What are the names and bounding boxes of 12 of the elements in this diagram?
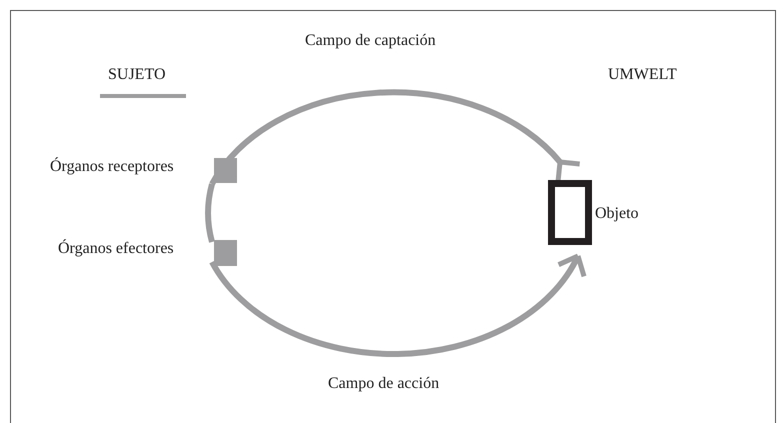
receptor-square (214, 158, 237, 183)
arc-arrow (209, 89, 582, 186)
effector-square (214, 240, 237, 266)
effector-organ-label: Órganos efectores (58, 240, 174, 258)
subject-heading: SUJETO (108, 66, 166, 84)
receptor-organ-label: Órganos receptores (50, 158, 174, 176)
arc-arrow (209, 254, 585, 357)
environment-heading: UMWELT (608, 66, 677, 84)
object-rectangle (548, 180, 592, 245)
object-label: Objeto (595, 205, 639, 223)
edge-label: Campo de captación (305, 32, 436, 50)
edge-label: Campo de acción (328, 375, 440, 393)
